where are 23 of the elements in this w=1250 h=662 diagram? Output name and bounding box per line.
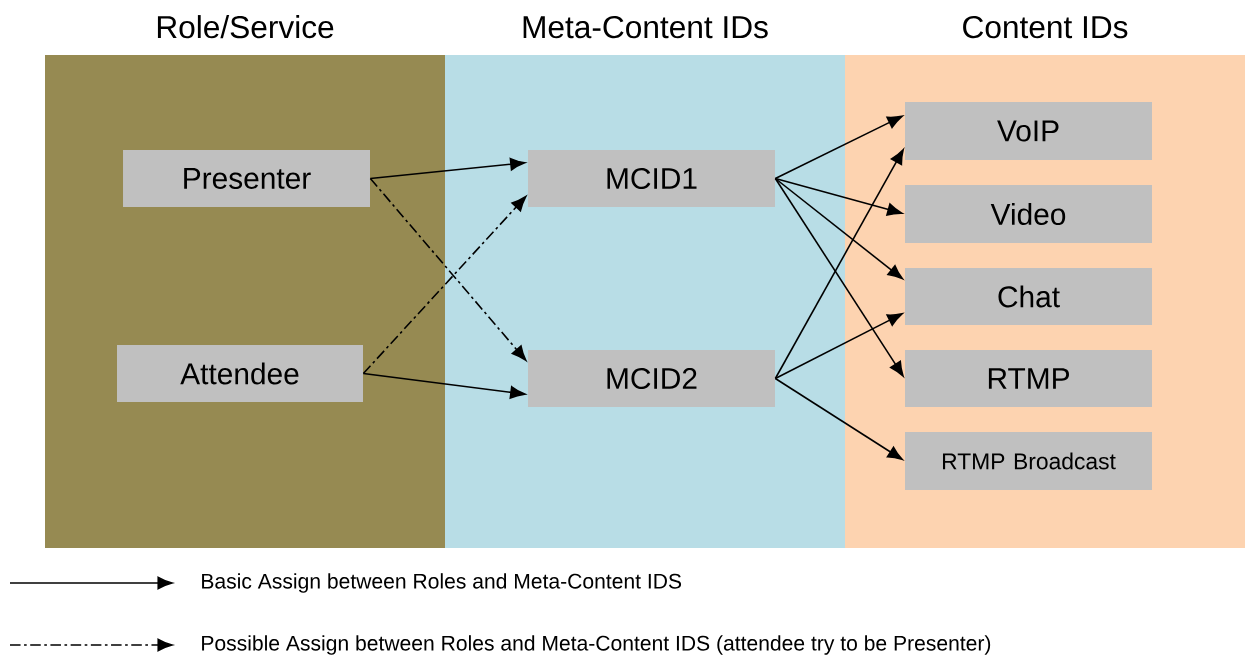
label-box: RTMP Broadcast bbox=[905, 432, 1152, 490]
arrow bbox=[774, 177, 903, 216]
arrow bbox=[774, 377, 903, 461]
arrow bbox=[369, 157, 526, 180]
column-heading: Meta-Content IDs bbox=[523, 15, 768, 39]
label-box: MCID1 bbox=[528, 150, 775, 207]
arrow bbox=[362, 195, 527, 375]
label-box: RTMP bbox=[905, 350, 1152, 407]
arrow bbox=[774, 115, 903, 180]
label-box: Attendee bbox=[117, 345, 363, 402]
label-box: Video bbox=[905, 185, 1152, 243]
column-heading: Role/Service bbox=[157, 15, 334, 39]
label-box: Presenter bbox=[123, 150, 370, 207]
legend-text: Possible Assign between Roles and Meta-Content IDS (attendee try to be Presenter) bbox=[202, 635, 991, 655]
label-box: Chat bbox=[905, 268, 1152, 325]
arrow bbox=[774, 313, 903, 380]
arrow bbox=[362, 372, 526, 399]
label-box: VoIP bbox=[905, 102, 1152, 160]
arrow bbox=[774, 177, 904, 280]
arrow bbox=[369, 177, 527, 361]
column-heading: Content IDs bbox=[963, 15, 1128, 39]
legend-text: Basic Assign between Roles and Meta-Content IDS bbox=[202, 573, 682, 593]
label-box: MCID2 bbox=[528, 350, 775, 407]
